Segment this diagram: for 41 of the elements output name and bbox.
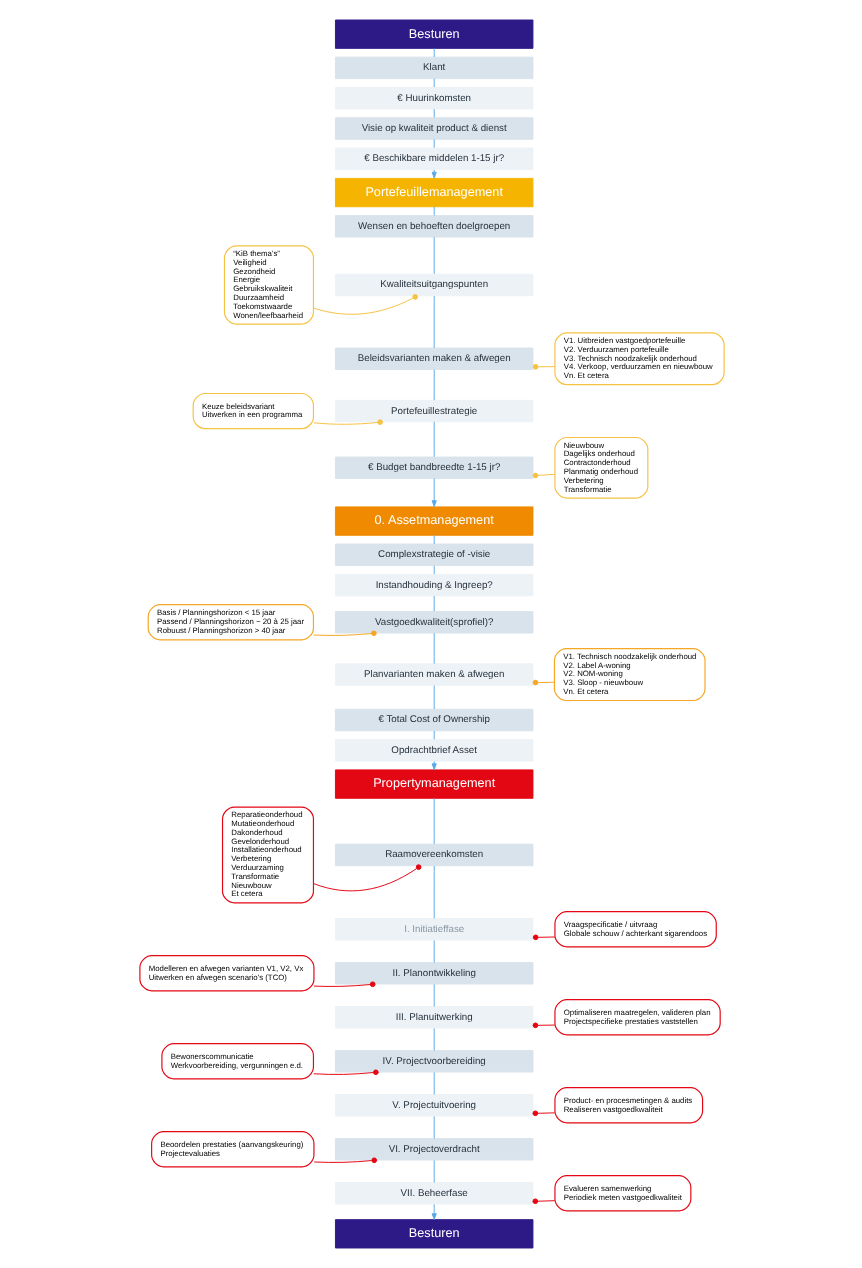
- connector: [432, 685, 434, 710]
- connector: [432, 206, 434, 216]
- connector: [432, 78, 434, 88]
- connector: [432, 295, 434, 349]
- connector: [312, 419, 382, 425]
- arrow: [430, 760, 436, 771]
- connector: [432, 983, 434, 1007]
- connector: [311, 630, 376, 637]
- arrow: [430, 169, 436, 179]
- connector: [432, 595, 434, 612]
- connector: [531, 1110, 555, 1117]
- arrow: [430, 478, 436, 508]
- connector: [531, 934, 555, 941]
- connector: [312, 294, 417, 315]
- connector: [432, 421, 434, 458]
- connector: [312, 981, 375, 988]
- connector: [432, 1027, 434, 1051]
- connector: [432, 138, 434, 149]
- connector: [432, 369, 434, 401]
- connector: [531, 1022, 555, 1029]
- connector: [432, 534, 434, 545]
- connector: [432, 47, 434, 58]
- connector: [432, 1115, 434, 1139]
- connector: [432, 1071, 434, 1095]
- connector: [432, 565, 434, 575]
- connector: [432, 865, 434, 919]
- connector: [531, 364, 555, 370]
- connector: [432, 1159, 434, 1183]
- connector: [531, 1198, 555, 1205]
- connector: [432, 730, 434, 740]
- connector: [432, 797, 434, 845]
- connector: [432, 939, 434, 963]
- connector: [312, 1157, 377, 1164]
- connector: [531, 679, 554, 686]
- arrow: [430, 1203, 436, 1221]
- connector: [312, 864, 421, 892]
- connector: [312, 1069, 378, 1076]
- connector: [432, 632, 434, 665]
- connector: [531, 472, 555, 479]
- connector: [432, 108, 434, 118]
- connector: [432, 236, 434, 275]
